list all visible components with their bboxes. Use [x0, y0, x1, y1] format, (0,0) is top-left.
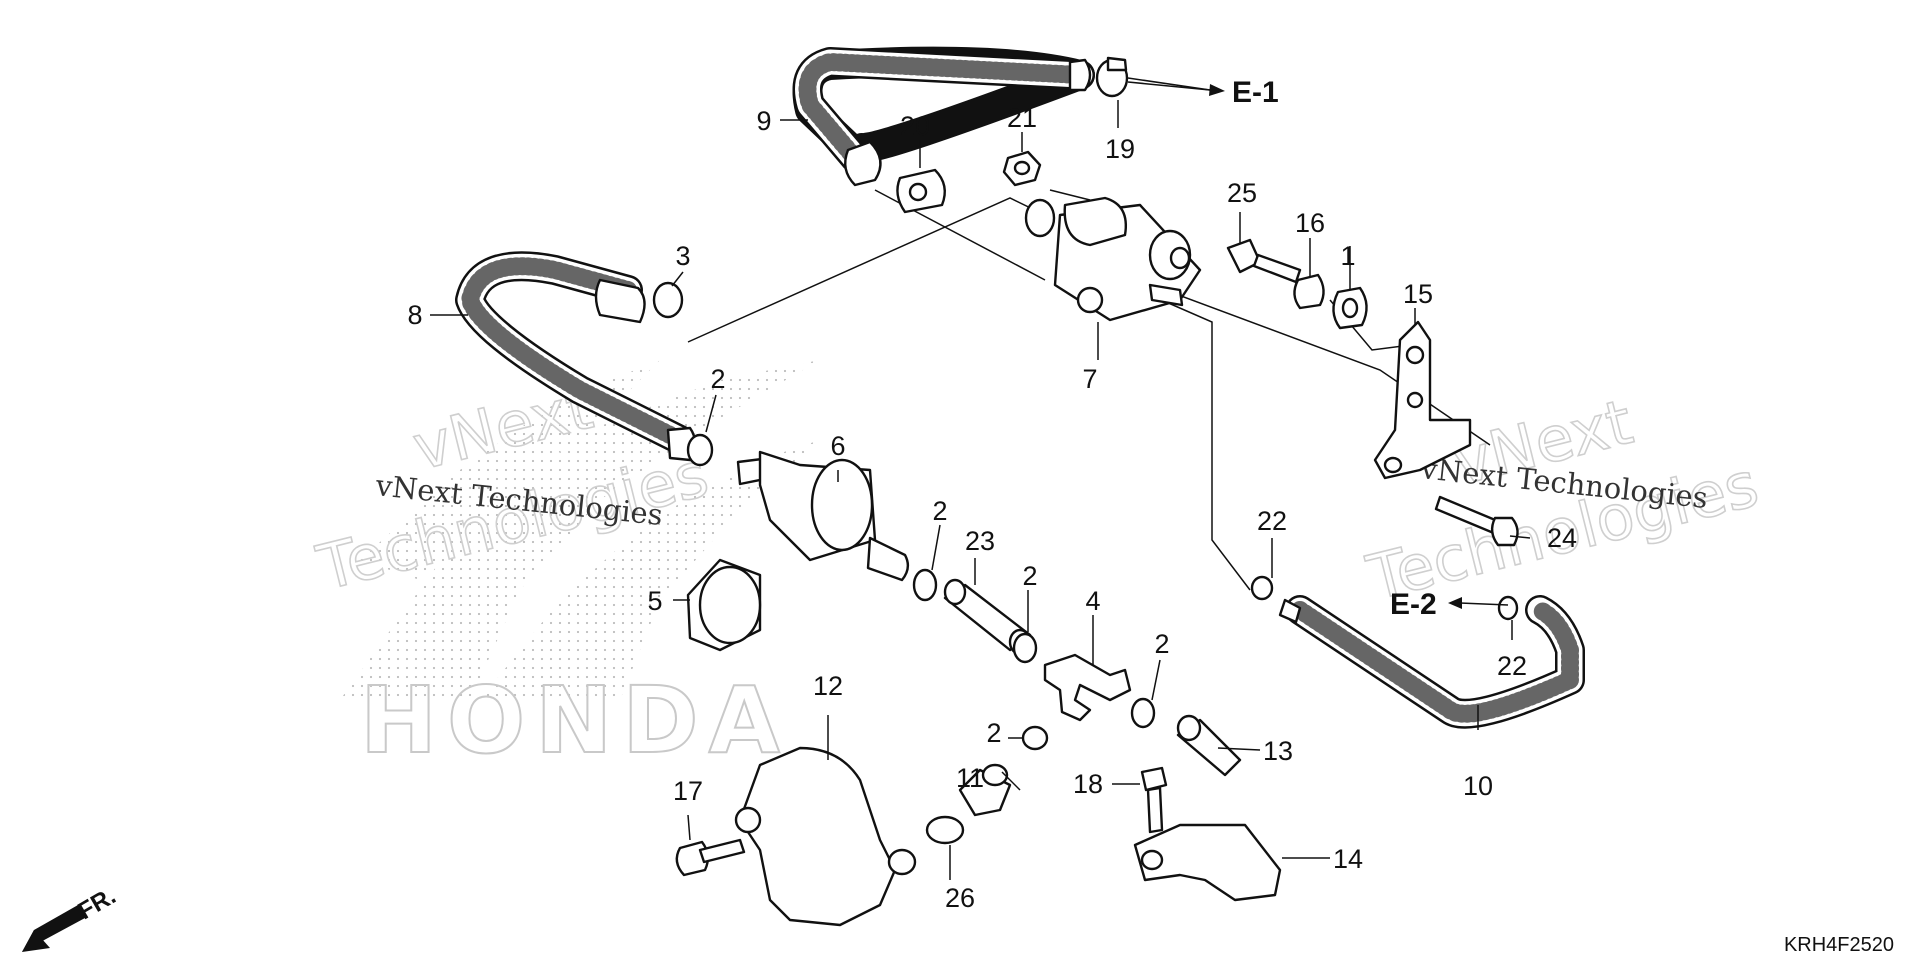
callout-10: 10 — [1463, 771, 1493, 801]
clamp-3 — [652, 281, 684, 319]
callout-17: 17 — [673, 776, 703, 806]
callout-22-b: 22 — [1497, 651, 1527, 681]
callout-3: 3 — [675, 241, 690, 271]
clamp-26 — [925, 815, 965, 845]
joint-4 — [1043, 653, 1132, 722]
callout-13: 13 — [1263, 736, 1293, 766]
clamp-2-d — [1130, 697, 1156, 729]
nut-21 — [1002, 150, 1042, 187]
callout-20: 20 — [900, 111, 930, 141]
reference-e1: E-1 — [1127, 76, 1279, 109]
hose-13 — [1176, 714, 1242, 777]
hose-8 — [455, 251, 697, 462]
filter-6 — [736, 450, 910, 582]
callout-18: 18 — [1073, 769, 1103, 799]
bolt-25 — [1226, 238, 1302, 284]
bolt-18 — [1140, 766, 1168, 834]
callout-25: 25 — [1227, 178, 1257, 208]
callout-4: 4 — [1085, 586, 1100, 616]
callout-16: 16 — [1295, 208, 1325, 238]
leader-lines — [430, 77, 1531, 880]
callout-7: 7 — [1082, 364, 1097, 394]
callout-11: 11 — [956, 763, 984, 793]
clamp-22-b — [1497, 595, 1519, 621]
grommet-1 — [1332, 286, 1368, 330]
reference-e2: E-2 — [1390, 588, 1509, 621]
callout-14: 14 — [1333, 844, 1363, 874]
ref-e2-label: E-2 — [1390, 588, 1437, 621]
bolt-24 — [1434, 495, 1519, 547]
clamp-2-c — [1012, 632, 1038, 664]
callout-21: 21 — [1007, 103, 1037, 133]
control-valve-7 — [1024, 196, 1202, 322]
callout-19: 19 — [1105, 134, 1135, 164]
callout-6: 6 — [830, 431, 845, 461]
callout-1: 1 — [1340, 241, 1355, 271]
callout-5: 5 — [647, 586, 662, 616]
clamp-2-b — [912, 568, 938, 602]
bracket-14 — [1133, 823, 1282, 902]
diagram-code: KRH4F2520 — [1784, 934, 1894, 956]
collar-16 — [1293, 273, 1325, 310]
bracket-15 — [1373, 320, 1472, 480]
callout-9: 9 — [756, 106, 771, 136]
callout-2-a: 2 — [710, 364, 725, 394]
callout-2-d: 2 — [1154, 629, 1169, 659]
hose-10 — [1278, 595, 1585, 729]
clamps — [652, 281, 1519, 845]
callout-2-b: 2 — [932, 496, 947, 526]
callout-22-a: 22 — [1257, 506, 1287, 536]
arrow-down-left-icon — [22, 905, 85, 952]
clamp-2-a — [686, 433, 714, 467]
callout-numbers: 1 2 2 2 2 2 3 4 5 6 7 8 9 10 11 12 13 14… — [407, 103, 1577, 913]
mount-20 — [896, 168, 946, 214]
clamp-2-e — [1021, 725, 1049, 751]
callout-24: 24 — [1547, 523, 1577, 553]
callout-8: 8 — [407, 300, 422, 330]
joint-11 — [958, 763, 1012, 817]
callout-12: 12 — [813, 671, 843, 701]
ref-e1-label: E-1 — [1232, 76, 1279, 109]
clamp-22-a — [1250, 575, 1274, 601]
front-direction-marker: FR. — [22, 882, 120, 952]
callout-2-e: 2 — [986, 718, 1001, 748]
callout-26: 26 — [945, 883, 975, 913]
bolt-17 — [675, 838, 746, 877]
clamp-19 — [1095, 56, 1129, 98]
honda-wing-logo-watermark: HONDA — [340, 360, 820, 775]
callout-15: 15 — [1403, 279, 1433, 309]
honda-logo-text: HONDA — [360, 667, 790, 774]
callout-2-c: 2 — [1022, 561, 1037, 591]
hose-9 — [792, 46, 1095, 187]
case-12 — [734, 746, 917, 927]
callout-23: 23 — [965, 526, 995, 556]
damper-5 — [686, 558, 762, 652]
